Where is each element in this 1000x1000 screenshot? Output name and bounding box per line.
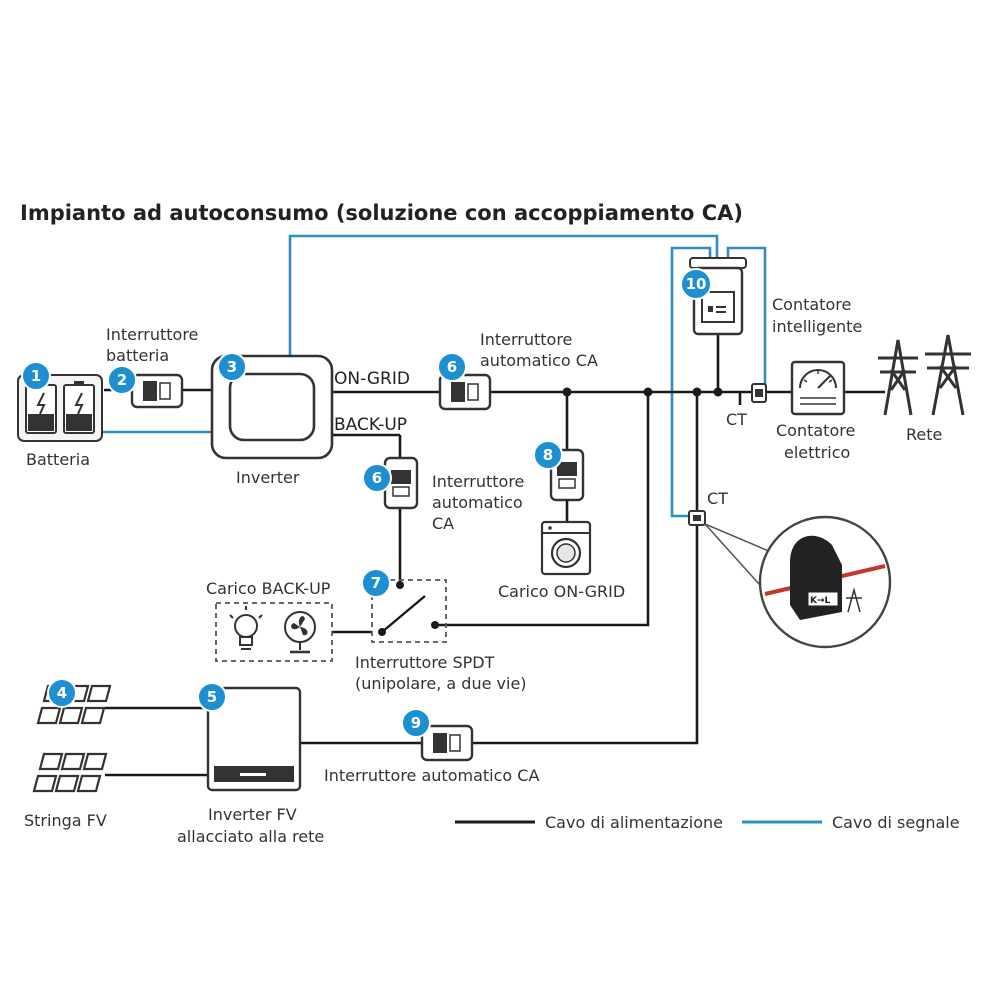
inverter-icon (210, 354, 334, 460)
ac-switch-backup-label-1: Interruttore (432, 472, 524, 491)
pv-inverter-icon (206, 686, 302, 792)
svg-text:1: 1 (31, 367, 41, 385)
badge-1: 1 (21, 361, 51, 391)
ct-bottom-label: CT (707, 489, 728, 508)
battery-switch-label-1: Interruttore (106, 325, 198, 344)
badge-6-top: 6 (437, 352, 467, 382)
ct-top-label: CT (726, 410, 747, 429)
svg-text:3: 3 (227, 358, 237, 376)
svg-text:9: 9 (411, 714, 421, 732)
badge-6-backup: 6 (362, 463, 392, 493)
badge-8: 8 (533, 440, 563, 470)
badge-3: 3 (217, 352, 247, 382)
back-up-label: BACK-UP (334, 415, 407, 435)
ac-switch-pv-breaker (420, 724, 474, 762)
inverter-label: Inverter (236, 468, 300, 487)
smart-meter-label-1: Contatore (772, 295, 851, 314)
ac-switch-backup-breaker (383, 456, 419, 510)
svg-text:2: 2 (117, 371, 127, 389)
battery-label: Batteria (26, 450, 90, 469)
badge-5: 5 (197, 682, 227, 712)
battery-switch-label-2: batteria (106, 346, 169, 365)
spdt-switch (371, 579, 447, 643)
svg-text:6: 6 (447, 358, 457, 376)
fan-icon (284, 611, 316, 654)
junction-dots (562, 387, 723, 397)
on-grid-label: ON-GRID (334, 369, 410, 389)
legend: Cavo di alimentazione Cavo di segnale (455, 813, 960, 832)
energy-meter-label-2: elettrico (784, 443, 850, 462)
power-cables (104, 335, 885, 777)
backup-load-label: Carico BACK-UP (206, 579, 331, 598)
ac-switch-backup-label-2: automatico (432, 493, 523, 512)
badge-9: 9 (401, 708, 431, 738)
ac-switch-top-label-1: Interruttore (480, 330, 572, 349)
badge-10: 10 (680, 268, 712, 300)
spdt-label-2: (unipolare, a due vie) (355, 674, 527, 693)
ct-clamp-icon (688, 510, 706, 526)
backup-load-box (215, 602, 333, 662)
ac-switch-pv-label: Interruttore automatico CA (324, 766, 539, 785)
grid-label: Rete (906, 425, 942, 444)
washing-machine-icon (540, 520, 592, 576)
diagram-title: Impianto ad autoconsumo (soluzione con a… (20, 201, 743, 225)
energy-meter-label-1: Contatore (776, 421, 855, 440)
solar-panel-icon (36, 684, 112, 725)
spdt-label-1: Interruttore SPDT (355, 653, 495, 672)
legend-signal-label: Cavo di segnale (832, 813, 960, 832)
smart-meter-label-2: intelligente (772, 317, 862, 336)
svg-text:10: 10 (686, 275, 707, 293)
badge-7: 7 (361, 568, 391, 598)
ct-clamp-callout: K→L (758, 515, 892, 649)
pv-string-label: Stringa FV (24, 811, 107, 830)
badge-2: 2 (107, 365, 137, 395)
ac-switch-top-breaker (438, 373, 492, 411)
pv-inverter-label-1: Inverter FV (208, 805, 297, 824)
solar-panel-icon (32, 752, 108, 793)
pv-inverter-label-2: allacciato alla rete (177, 827, 324, 846)
ct-clamp-icon (751, 383, 767, 403)
power-pylon-icon (878, 334, 971, 416)
energy-meter-icon (790, 360, 846, 416)
ac-switch-top-label-2: automatico CA (480, 351, 598, 370)
signal-cables (100, 234, 767, 518)
svg-text:4: 4 (57, 684, 67, 702)
on-grid-load-label: Carico ON-GRID (498, 582, 625, 601)
svg-text:7: 7 (371, 574, 381, 592)
badge-4: 4 (47, 678, 77, 708)
svg-text:6: 6 (372, 469, 382, 487)
legend-power-label: Cavo di alimentazione (545, 813, 723, 832)
battery-switch-breaker (130, 373, 184, 409)
svg-text:8: 8 (543, 446, 553, 464)
battery-icon (17, 374, 103, 442)
lightbulb-icon (229, 606, 263, 650)
clamp-text: K→L (810, 596, 831, 606)
svg-text:5: 5 (207, 688, 217, 706)
ac-switch-backup-label-3: CA (432, 514, 454, 533)
